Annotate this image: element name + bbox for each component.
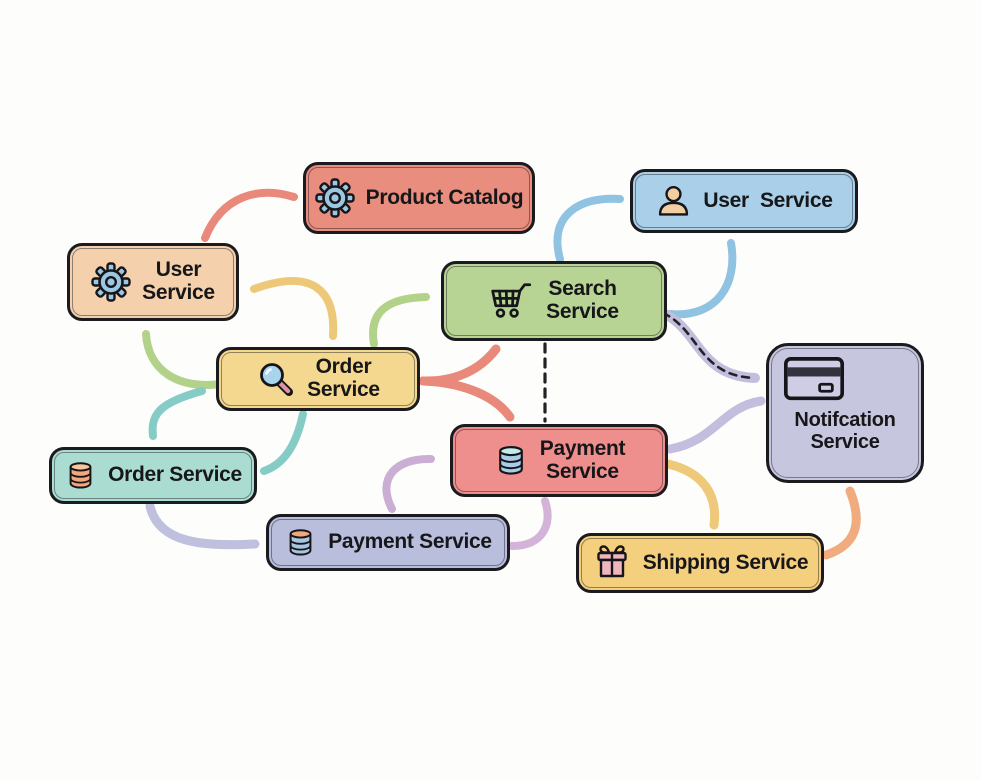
edge-user-to-catalog bbox=[201, 188, 298, 242]
edge-orderdb-to-paymentdb bbox=[145, 501, 260, 550]
edge-order-to-search-red bbox=[418, 344, 501, 386]
node-label: Order Service bbox=[108, 463, 242, 487]
gear-icon bbox=[91, 262, 131, 302]
node-order-service-db: Order Service bbox=[49, 447, 257, 504]
node-product-catalog: Product Catalog bbox=[303, 162, 535, 234]
node-shipping-service: Shipping Service bbox=[576, 533, 824, 593]
magnifier-icon bbox=[256, 359, 296, 399]
edge-search-to-notif-dash bbox=[661, 311, 757, 380]
edge-paymentdb-to-payment-b bbox=[508, 497, 552, 550]
edge-order-to-user-green bbox=[142, 330, 232, 389]
node-label: User Service bbox=[142, 258, 215, 304]
node-label: Order Service bbox=[307, 355, 380, 401]
node-payment-service-db: Payment Service bbox=[266, 514, 510, 571]
person-icon bbox=[655, 183, 692, 220]
node-label: Product Catalog bbox=[365, 185, 524, 209]
node-search-service: Search Service bbox=[441, 261, 667, 341]
node-label: Search Service bbox=[546, 277, 619, 323]
node-label: Payment Service bbox=[539, 436, 626, 483]
node-notification-service: Notifcation Service bbox=[766, 343, 924, 483]
node-label: Notifcation Service bbox=[794, 409, 896, 453]
gift-icon bbox=[592, 543, 632, 583]
edge-payment-to-shipping bbox=[663, 459, 720, 530]
edge-order-orderdb-both bbox=[148, 387, 206, 440]
node-user-service-2: User Service bbox=[630, 169, 858, 233]
edge-shipping-to-notif bbox=[821, 486, 861, 560]
database-icon bbox=[493, 442, 529, 480]
node-label: User Service bbox=[703, 188, 833, 212]
database-icon bbox=[64, 458, 97, 494]
shopping-cart-icon bbox=[489, 281, 535, 321]
node-order-service: Order Service bbox=[216, 347, 420, 411]
edge-order-to-payment-red bbox=[418, 376, 515, 422]
edge-payment-to-notif bbox=[665, 396, 766, 454]
credit-card-icon bbox=[783, 356, 845, 404]
database-icon bbox=[284, 525, 317, 561]
node-user-service: User Service bbox=[67, 243, 239, 321]
edge-search-to-user2-b bbox=[666, 239, 737, 319]
edge-user-order-both bbox=[250, 277, 338, 340]
node-label: Payment Service bbox=[328, 530, 492, 554]
node-payment-service: Payment Service bbox=[450, 424, 668, 497]
edge-search-to-user2-a bbox=[553, 194, 624, 263]
edge-order-to-search-green bbox=[369, 293, 430, 348]
gear-icon bbox=[314, 178, 355, 218]
node-label: Shipping Service bbox=[642, 550, 809, 574]
edge-paymentdb-to-payment-a bbox=[382, 454, 435, 513]
edge-order-to-orderdb-teal bbox=[260, 410, 307, 475]
